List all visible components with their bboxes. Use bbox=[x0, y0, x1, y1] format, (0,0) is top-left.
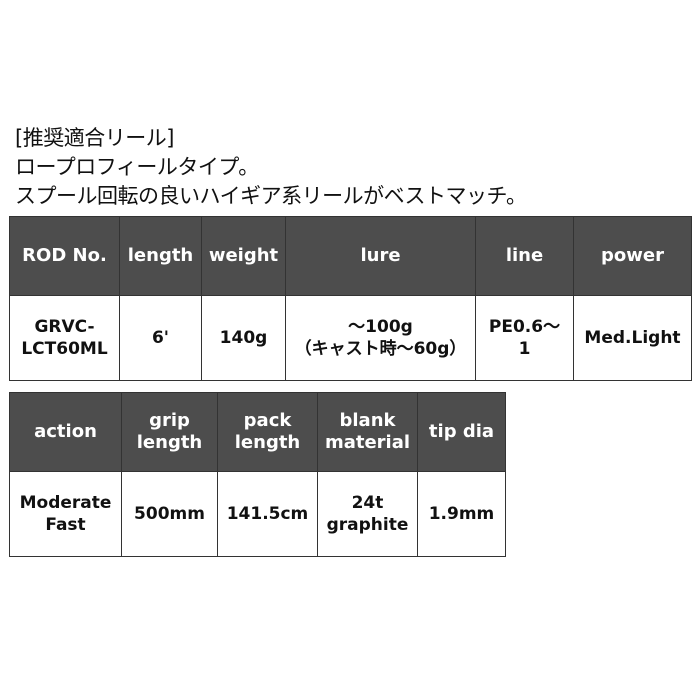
header-action: action bbox=[9, 392, 122, 472]
spec-header-row: ROD No. length weight lure line power bbox=[9, 216, 692, 296]
intro-reel-type: ロープロフィールタイプ。 bbox=[15, 155, 259, 179]
value-weight: 140g bbox=[201, 295, 286, 381]
value-blank-material: 24t graphite bbox=[317, 471, 418, 557]
spec-table-main: ROD No. length weight lure line power GR… bbox=[9, 216, 692, 381]
spec-value-row: Moderate Fast 500mm 141.5cm 24t graphite… bbox=[9, 471, 506, 557]
header-weight: weight bbox=[201, 216, 286, 296]
value-line: PE0.6～ 1 bbox=[475, 295, 574, 381]
header-pack-length: pack length bbox=[217, 392, 318, 472]
intro-heading: [推奨適合リール] bbox=[15, 126, 174, 150]
header-lure: lure bbox=[285, 216, 476, 296]
value-grip-length: 500mm bbox=[121, 471, 218, 557]
header-power: power bbox=[573, 216, 692, 296]
spec-header-row: action grip length pack length blank mat… bbox=[9, 392, 506, 472]
value-action: Moderate Fast bbox=[9, 471, 122, 557]
header-blank-material: blank material bbox=[317, 392, 418, 472]
header-line: line bbox=[475, 216, 574, 296]
value-power: Med.Light bbox=[573, 295, 692, 381]
header-length: length bbox=[119, 216, 202, 296]
intro-text: [推奨適合リール] ロープロフィールタイプ。 スプール回転の良いハイギア系リール… bbox=[15, 124, 695, 211]
header-tip-dia: tip dia bbox=[417, 392, 506, 472]
spec-table-secondary: action grip length pack length blank mat… bbox=[9, 392, 506, 557]
header-grip-length: grip length bbox=[121, 392, 218, 472]
value-pack-length: 141.5cm bbox=[217, 471, 318, 557]
spec-value-row: GRVC- LCT60ML 6' 140g ～100g （キャスト時～60g） … bbox=[9, 295, 692, 381]
intro-recommendation: スプール回転の良いハイギア系リールがベストマッチ。 bbox=[15, 184, 527, 208]
header-rod-no: ROD No. bbox=[9, 216, 120, 296]
value-lure: ～100g （キャスト時～60g） bbox=[285, 295, 476, 381]
value-rod-no: GRVC- LCT60ML bbox=[9, 295, 120, 381]
value-length: 6' bbox=[119, 295, 202, 381]
value-tip-dia: 1.9mm bbox=[417, 471, 506, 557]
